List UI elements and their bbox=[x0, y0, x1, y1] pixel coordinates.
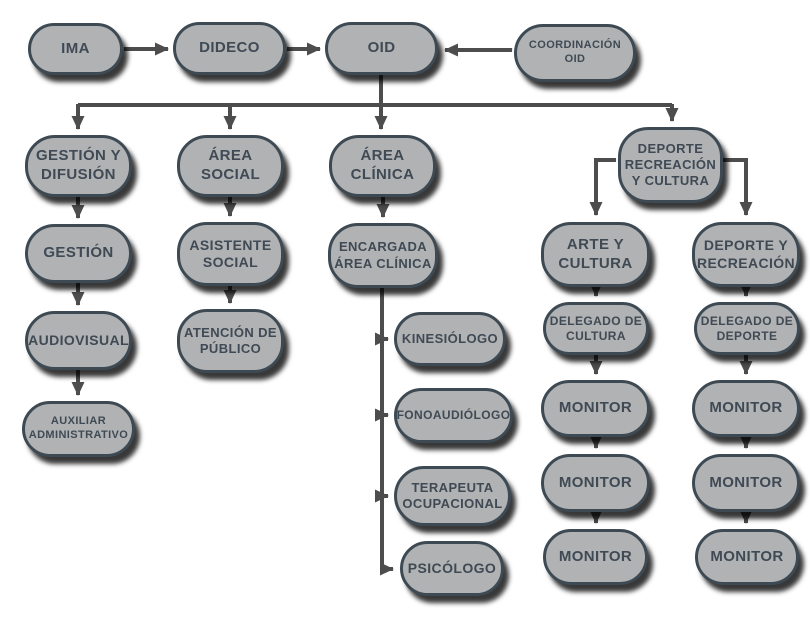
node-monitor-deporte-1: MONITOR bbox=[692, 380, 800, 437]
node-gestion: GESTIÓN bbox=[25, 224, 132, 283]
node-terapeuta-ocupacional: TERAPEUTA OCUPACIONAL bbox=[394, 466, 511, 526]
node-area-social: ÁREA SOCIAL bbox=[177, 135, 284, 197]
node-gestion-y-difusion: GESTIÓN Y DIFUSIÓN bbox=[25, 135, 132, 197]
node-area-clinica: ÁREA CLÍNICA bbox=[329, 135, 436, 197]
node-audiovisual: AUDIOVISUAL bbox=[25, 311, 132, 370]
node-psicologo: PSICÓLOGO bbox=[400, 541, 504, 596]
node-ima: IMA bbox=[28, 23, 123, 75]
node-auxiliar-administrativo: AUXILIAR ADMINISTRATIVO bbox=[22, 401, 135, 457]
node-delegado-de-cultura: DELEGADO DE CULTURA bbox=[543, 302, 649, 355]
node-oid: OID bbox=[325, 22, 438, 75]
node-deporte-recreacion-y-cultura: DEPORTE RECREACIÓN Y CULTURA bbox=[618, 127, 723, 203]
node-delegado-de-deporte: DELEGADO DE DEPORTE bbox=[694, 302, 800, 355]
node-monitor-deporte-3: MONITOR bbox=[695, 529, 799, 585]
node-asistente-social: ASISTENTE SOCIAL bbox=[177, 222, 284, 286]
node-coordinacion-oid: COORDINACIÓN OID bbox=[514, 24, 636, 82]
node-monitor-cultura-1: MONITOR bbox=[541, 380, 650, 437]
node-kinesiologo: KINESIÓLOGO bbox=[394, 312, 506, 366]
node-monitor-cultura-2: MONITOR bbox=[541, 454, 650, 512]
node-atencion-de-publico: ATENCIÓN DE PÚBLICO bbox=[177, 309, 284, 373]
node-deporte-y-recreacion: DEPORTE Y RECREACIÓN bbox=[692, 222, 800, 287]
node-monitor-deporte-2: MONITOR bbox=[692, 454, 800, 512]
node-encargada-area-clinica: ENCARGADA ÁREA CLÍNICA bbox=[328, 223, 438, 288]
node-fonoaudiologo: FONOAUDIÓLOGO bbox=[394, 388, 513, 443]
node-monitor-cultura-3: MONITOR bbox=[543, 529, 648, 585]
node-arte-y-cultura: ARTE Y CULTURA bbox=[541, 222, 650, 287]
node-dideco: DIDECO bbox=[173, 22, 286, 75]
